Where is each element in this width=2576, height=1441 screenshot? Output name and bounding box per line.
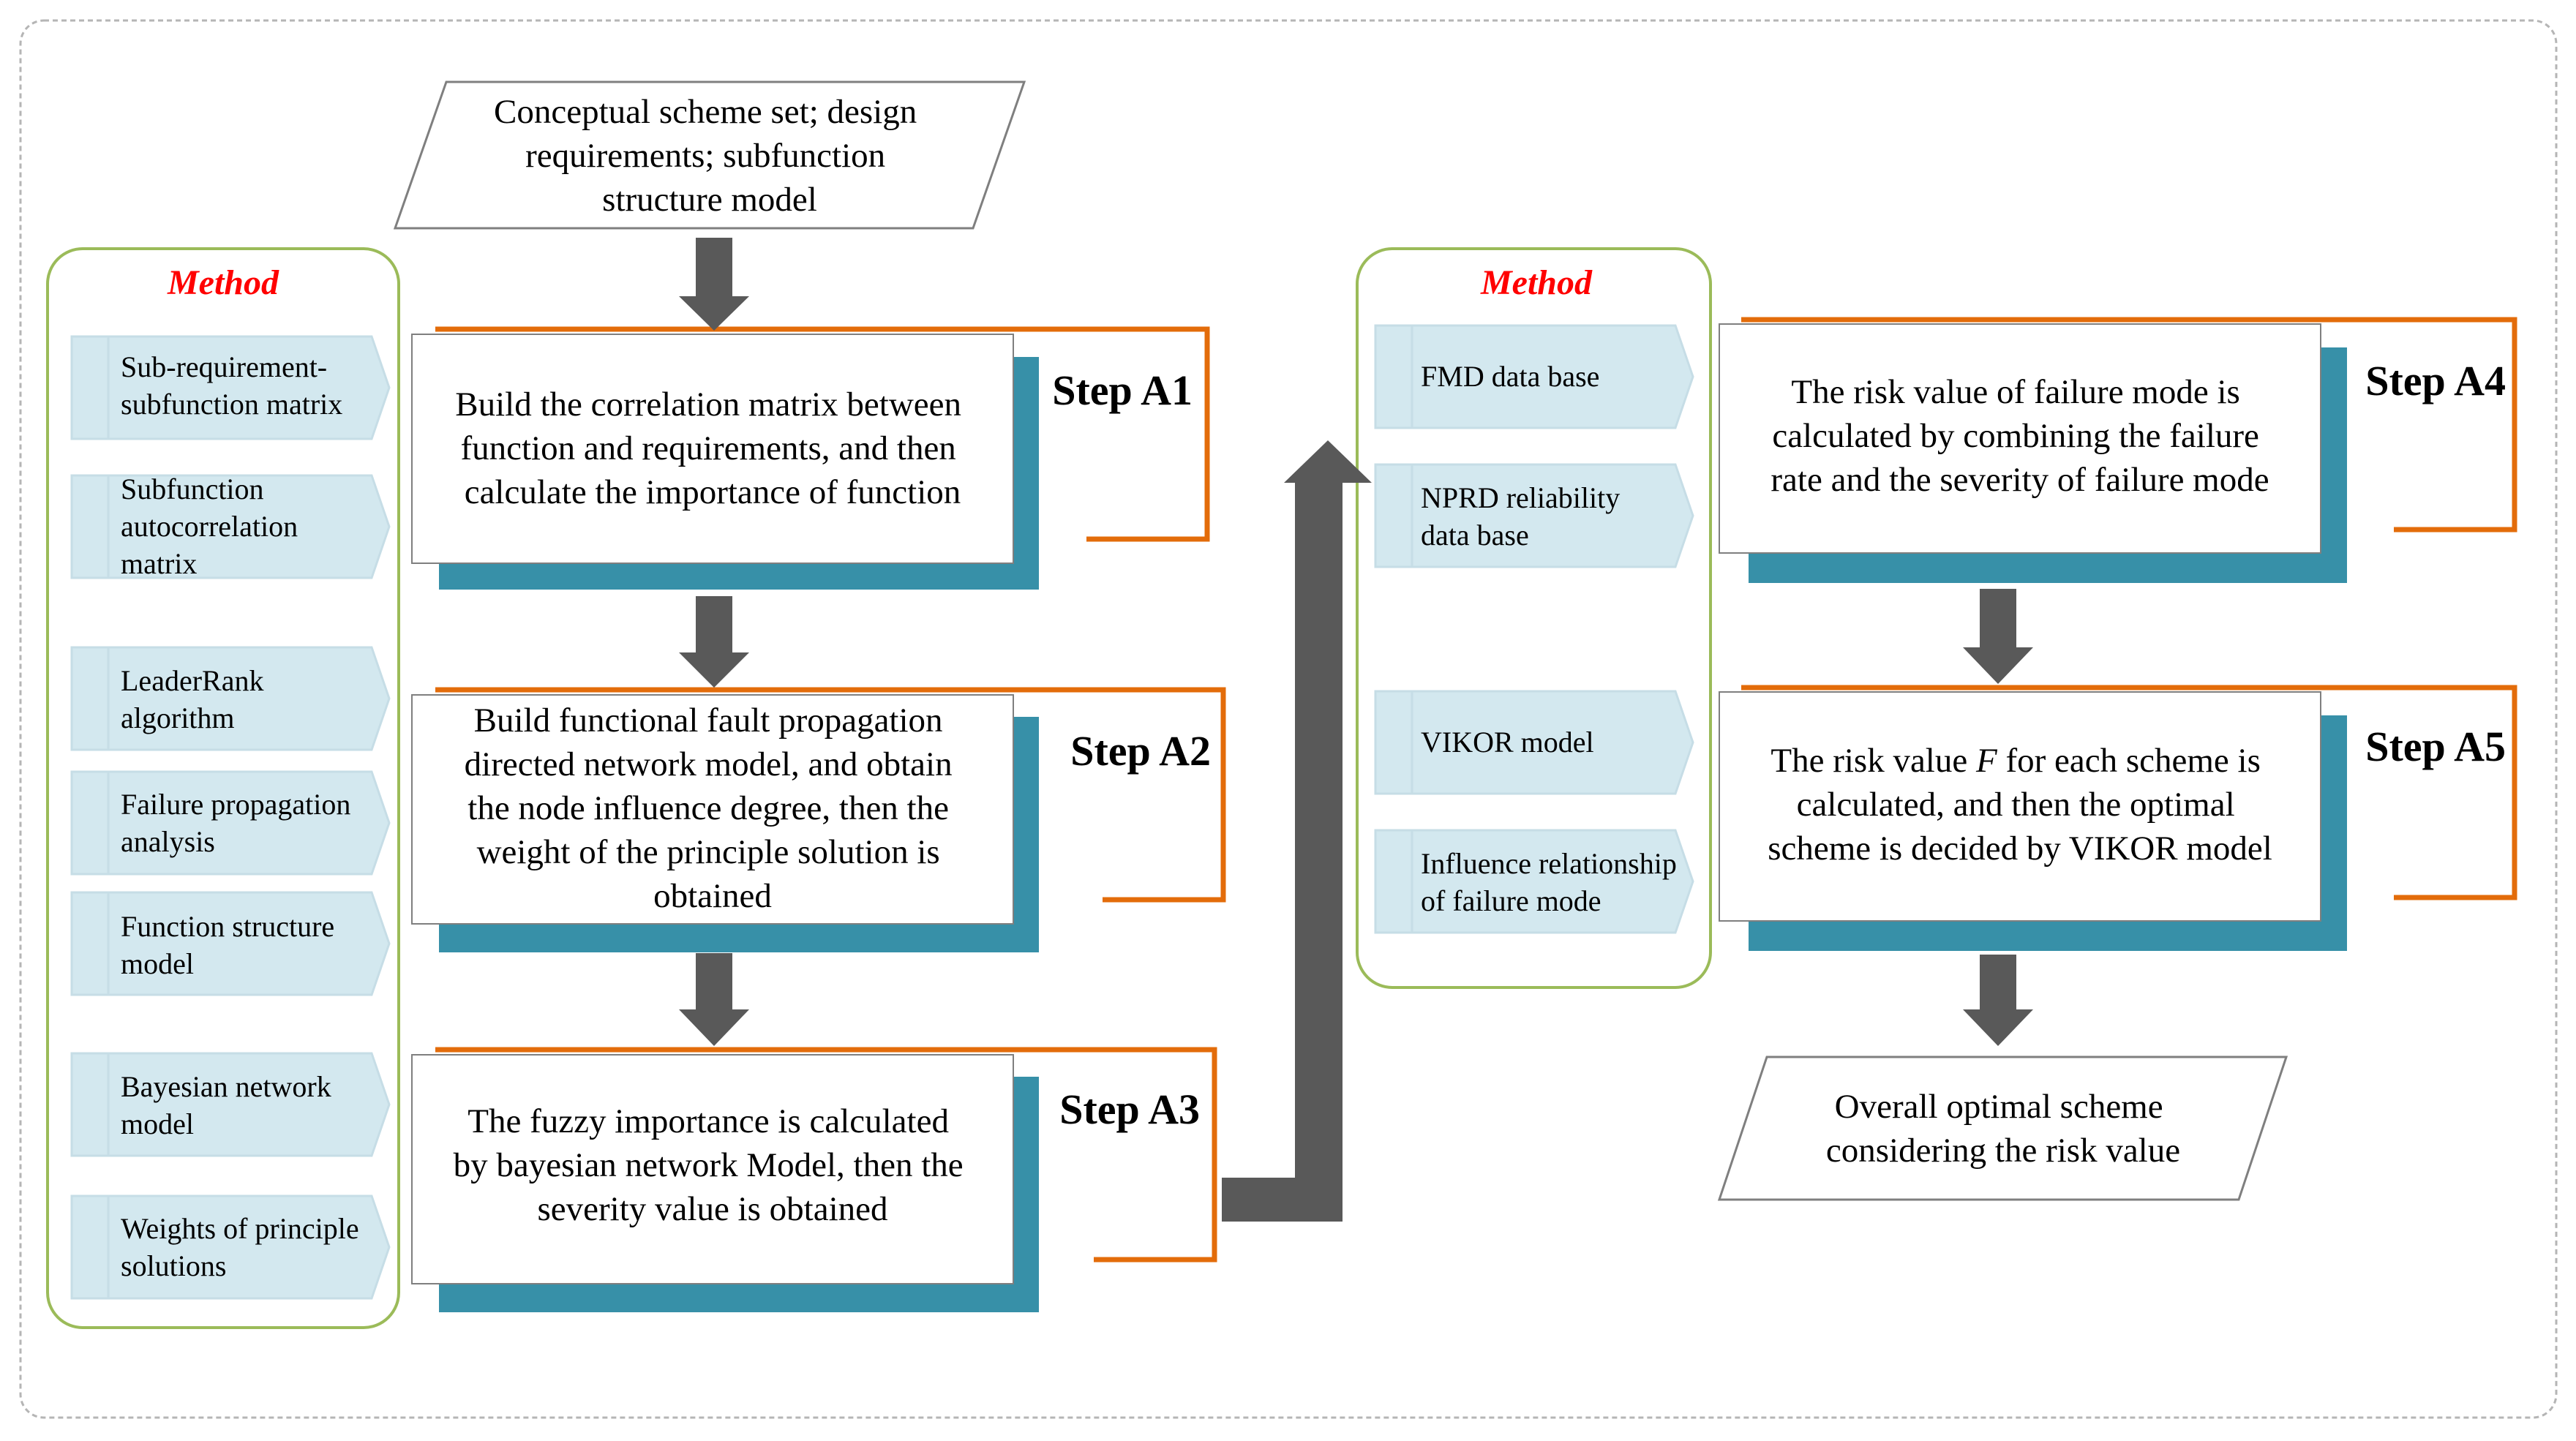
step-a4-text: The risk value of failure mode is calcul… xyxy=(1770,373,2269,499)
left-method-item-2: Subfunction autocorrelation matrix xyxy=(70,473,391,580)
step-a3-label: Step A3 xyxy=(1059,1086,1200,1133)
svg-text:Influence relationship o: Influence relationship of failure mode xyxy=(1421,847,1684,917)
step-a3: The fuzzy importance is calculated by ba… xyxy=(411,1047,1217,1312)
arrow-a4-to-a5 xyxy=(1963,589,2033,684)
left-method-item-7: Weights of principle solutions xyxy=(70,1194,391,1300)
step-a2-text: Build functional fault propagation direc… xyxy=(465,701,961,915)
right-method-title: Method xyxy=(1480,263,1593,302)
right-method-item-2: NPRD reliability data base xyxy=(1374,463,1694,568)
svg-text:Subfunction autocorrelat: Subfunction autocorrelation matrix xyxy=(121,473,305,580)
step-a2-label: Step A2 xyxy=(1070,727,1211,775)
left-method-title: Method xyxy=(167,263,279,302)
arrow-a5-to-output xyxy=(1963,955,2033,1046)
step-a5: The risk value F for each scheme is calc… xyxy=(1719,685,2517,951)
svg-text:Bayesian network model: Bayesian network model xyxy=(121,1070,339,1140)
step-a4-label: Step A4 xyxy=(2365,357,2506,405)
svg-text:Function structure model: Function structure model xyxy=(121,910,342,980)
svg-text:Failure propagation anal: Failure propagation analysis xyxy=(121,788,358,858)
outer-frame xyxy=(19,19,2558,1419)
step-a1-label: Step A1 xyxy=(1052,366,1193,414)
output-parallelogram xyxy=(1717,1056,2288,1201)
step-a5-text: The risk value F for each scheme is calc… xyxy=(1768,742,2272,868)
step-a2: Build functional fault propagation direc… xyxy=(411,687,1226,952)
svg-text:NPRD reliability data ba: NPRD reliability data base xyxy=(1421,481,1627,552)
svg-text:FMD data base: FMD data base xyxy=(1421,360,1599,393)
arrow-a2-to-a3 xyxy=(679,953,749,1046)
right-method-item-1: FMD data base xyxy=(1374,324,1694,429)
svg-text:VIKOR model: VIKOR model xyxy=(1421,726,1594,759)
left-method-item-3: LeaderRank algorithm xyxy=(70,646,391,751)
arrow-a1-to-a2 xyxy=(679,596,749,688)
input-text: Conceptual scheme set; design requiremen… xyxy=(494,93,925,219)
left-method-item-1: Sub-requirement- subfunction matrix xyxy=(70,335,391,440)
step-a3-text: The fuzzy importance is calculated by ba… xyxy=(454,1102,972,1228)
left-method-item-6: Bayesian network model xyxy=(70,1052,391,1157)
svg-text:Sub-requirement- subfunc: Sub-requirement- subfunction matrix xyxy=(121,350,342,421)
step-a4: The risk value of failure mode is calcul… xyxy=(1719,317,2517,583)
step-a5-label: Step A5 xyxy=(2365,723,2506,770)
right-method-item-4: Influence relationship of failure mode xyxy=(1374,829,1694,934)
svg-text:Weights of principle sol: Weights of principle solutions xyxy=(121,1212,367,1282)
step-a1-text: Build the correlation matrix between fun… xyxy=(455,385,969,511)
output-text: Overall optimal scheme considering the r… xyxy=(1826,1088,2180,1170)
left-method-item-5: Function structure model xyxy=(70,891,391,996)
step-a1: Build the correlation matrix between fun… xyxy=(411,326,1210,590)
svg-text:LeaderRank algorithm: LeaderRank algorithm xyxy=(121,664,271,734)
arrow-a3-to-a4 xyxy=(1222,440,1372,1222)
arrow-input-to-a1 xyxy=(679,238,749,331)
input-parallelogram xyxy=(393,80,1026,230)
left-method-item-4: Failure propagation analysis xyxy=(70,770,391,876)
right-method-item-3: VIKOR model xyxy=(1374,690,1694,795)
right-method-panel xyxy=(1356,247,1712,989)
